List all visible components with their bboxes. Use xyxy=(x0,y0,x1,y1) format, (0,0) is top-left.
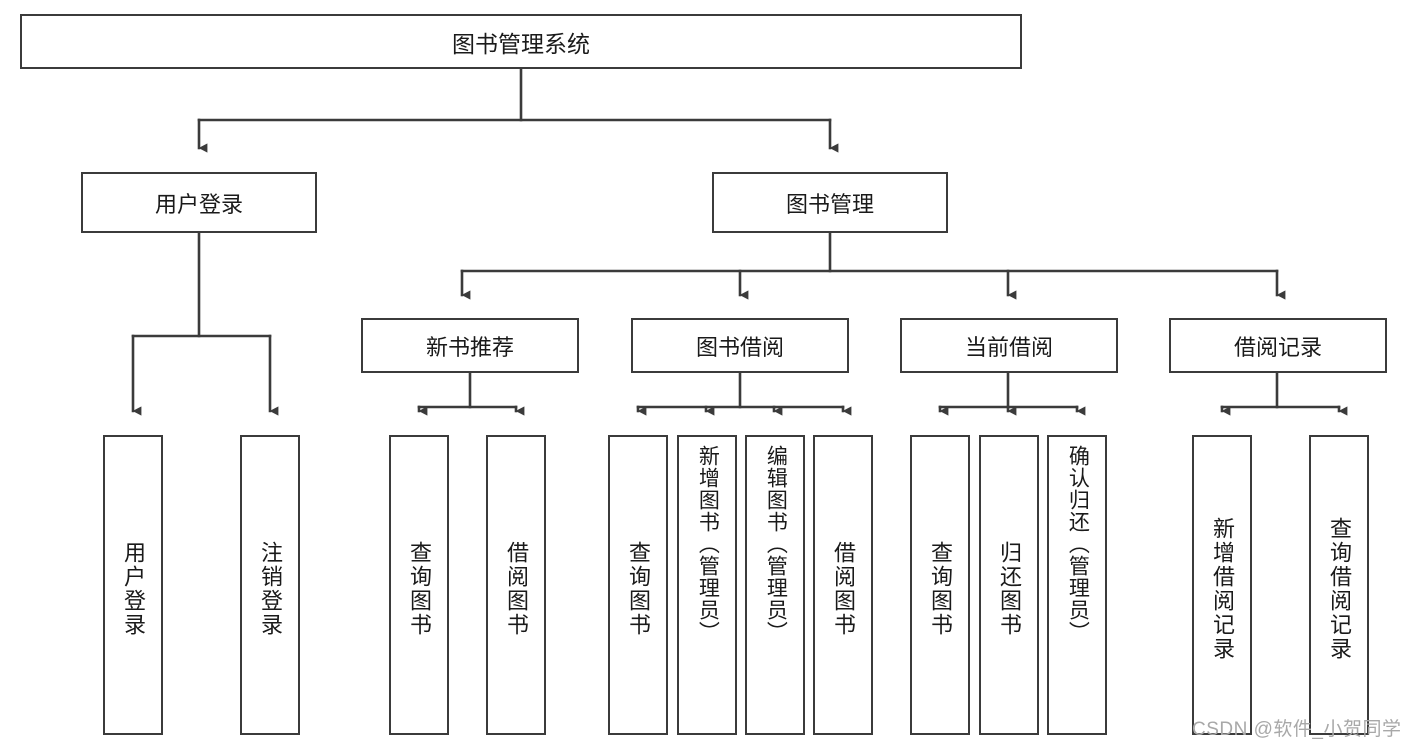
node-new-book-recommend[interactable]: 新书推荐 xyxy=(361,318,579,373)
leaf-text-wrap: 查询借阅记录 xyxy=(1326,445,1352,733)
leaf-borrow-borrow-book[interactable]: 借阅图书 xyxy=(813,435,873,735)
leaf-text-wrap: 借阅图书 xyxy=(830,445,856,733)
leaf-label: 查询图书 xyxy=(406,541,432,637)
leaf-text-wrap: 借阅图书 xyxy=(503,445,529,733)
leaf-label: 新增图书（管理员） xyxy=(696,445,720,643)
leaf-new-book-query-book[interactable]: 查询图书 xyxy=(389,435,449,735)
node-label: 图书管理系统 xyxy=(452,30,590,57)
leaf-label: 查询图书 xyxy=(927,541,953,637)
node-label: 图书管理 xyxy=(785,191,874,217)
leaf-current-confirm-return-admin[interactable]: 确认归还（管理员） xyxy=(1047,435,1107,735)
leaf-label: 查询借阅记录 xyxy=(1326,517,1352,661)
leaf-logout-login[interactable]: 注销登录 xyxy=(240,435,300,735)
leaf-label: 借阅图书 xyxy=(503,541,529,637)
node-label: 用户登录 xyxy=(154,191,243,217)
leaf-text-wrap: 注销登录 xyxy=(257,445,283,733)
node-book-borrow[interactable]: 图书借阅 xyxy=(631,318,849,373)
leaf-label: 新增借阅记录 xyxy=(1209,517,1235,661)
leaf-label: 归还图书 xyxy=(996,541,1022,637)
leaf-label: 借阅图书 xyxy=(830,541,856,637)
leaf-new-book-borrow-book[interactable]: 借阅图书 xyxy=(486,435,546,735)
node-label: 借阅记录 xyxy=(1233,334,1322,360)
node-label: 新书推荐 xyxy=(425,334,514,360)
leaf-current-return-book[interactable]: 归还图书 xyxy=(979,435,1039,735)
node-book-management[interactable]: 图书管理 xyxy=(712,172,948,233)
leaf-record-query-borrow-record[interactable]: 查询借阅记录 xyxy=(1309,435,1369,735)
leaf-current-query-book[interactable]: 查询图书 xyxy=(910,435,970,735)
leaf-borrow-add-book-admin[interactable]: 新增图书（管理员） xyxy=(677,435,737,735)
leaf-user-login[interactable]: 用户登录 xyxy=(103,435,163,735)
leaf-label: 注销登录 xyxy=(257,541,283,637)
leaf-text-wrap: 用户登录 xyxy=(120,445,146,733)
node-book-management-system[interactable]: 图书管理系统 xyxy=(20,14,1022,69)
leaf-label: 用户登录 xyxy=(120,541,146,637)
leaf-text-wrap: 查询图书 xyxy=(406,445,432,733)
leaf-borrow-query-book[interactable]: 查询图书 xyxy=(608,435,668,735)
csdn-watermark: CSDN @软件_小贺同学 xyxy=(1192,719,1402,740)
node-user-login[interactable]: 用户登录 xyxy=(81,172,317,233)
leaf-borrow-edit-book-admin[interactable]: 编辑图书（管理员） xyxy=(745,435,805,735)
node-borrow-record[interactable]: 借阅记录 xyxy=(1169,318,1387,373)
leaf-text-wrap: 查询图书 xyxy=(927,445,953,733)
leaf-record-add-borrow-record[interactable]: 新增借阅记录 xyxy=(1192,435,1252,735)
leaf-label: 确认归还（管理员） xyxy=(1066,445,1090,643)
leaf-text-wrap: 归还图书 xyxy=(996,445,1022,733)
leaf-label: 编辑图书（管理员） xyxy=(764,445,788,643)
leaf-text-wrap: 查询图书 xyxy=(625,445,651,733)
node-current-borrow[interactable]: 当前借阅 xyxy=(900,318,1118,373)
node-label: 当前借阅 xyxy=(964,334,1053,360)
node-label: 图书借阅 xyxy=(695,334,784,360)
leaf-text-wrap: 新增借阅记录 xyxy=(1209,445,1235,733)
leaf-label: 查询图书 xyxy=(625,541,651,637)
